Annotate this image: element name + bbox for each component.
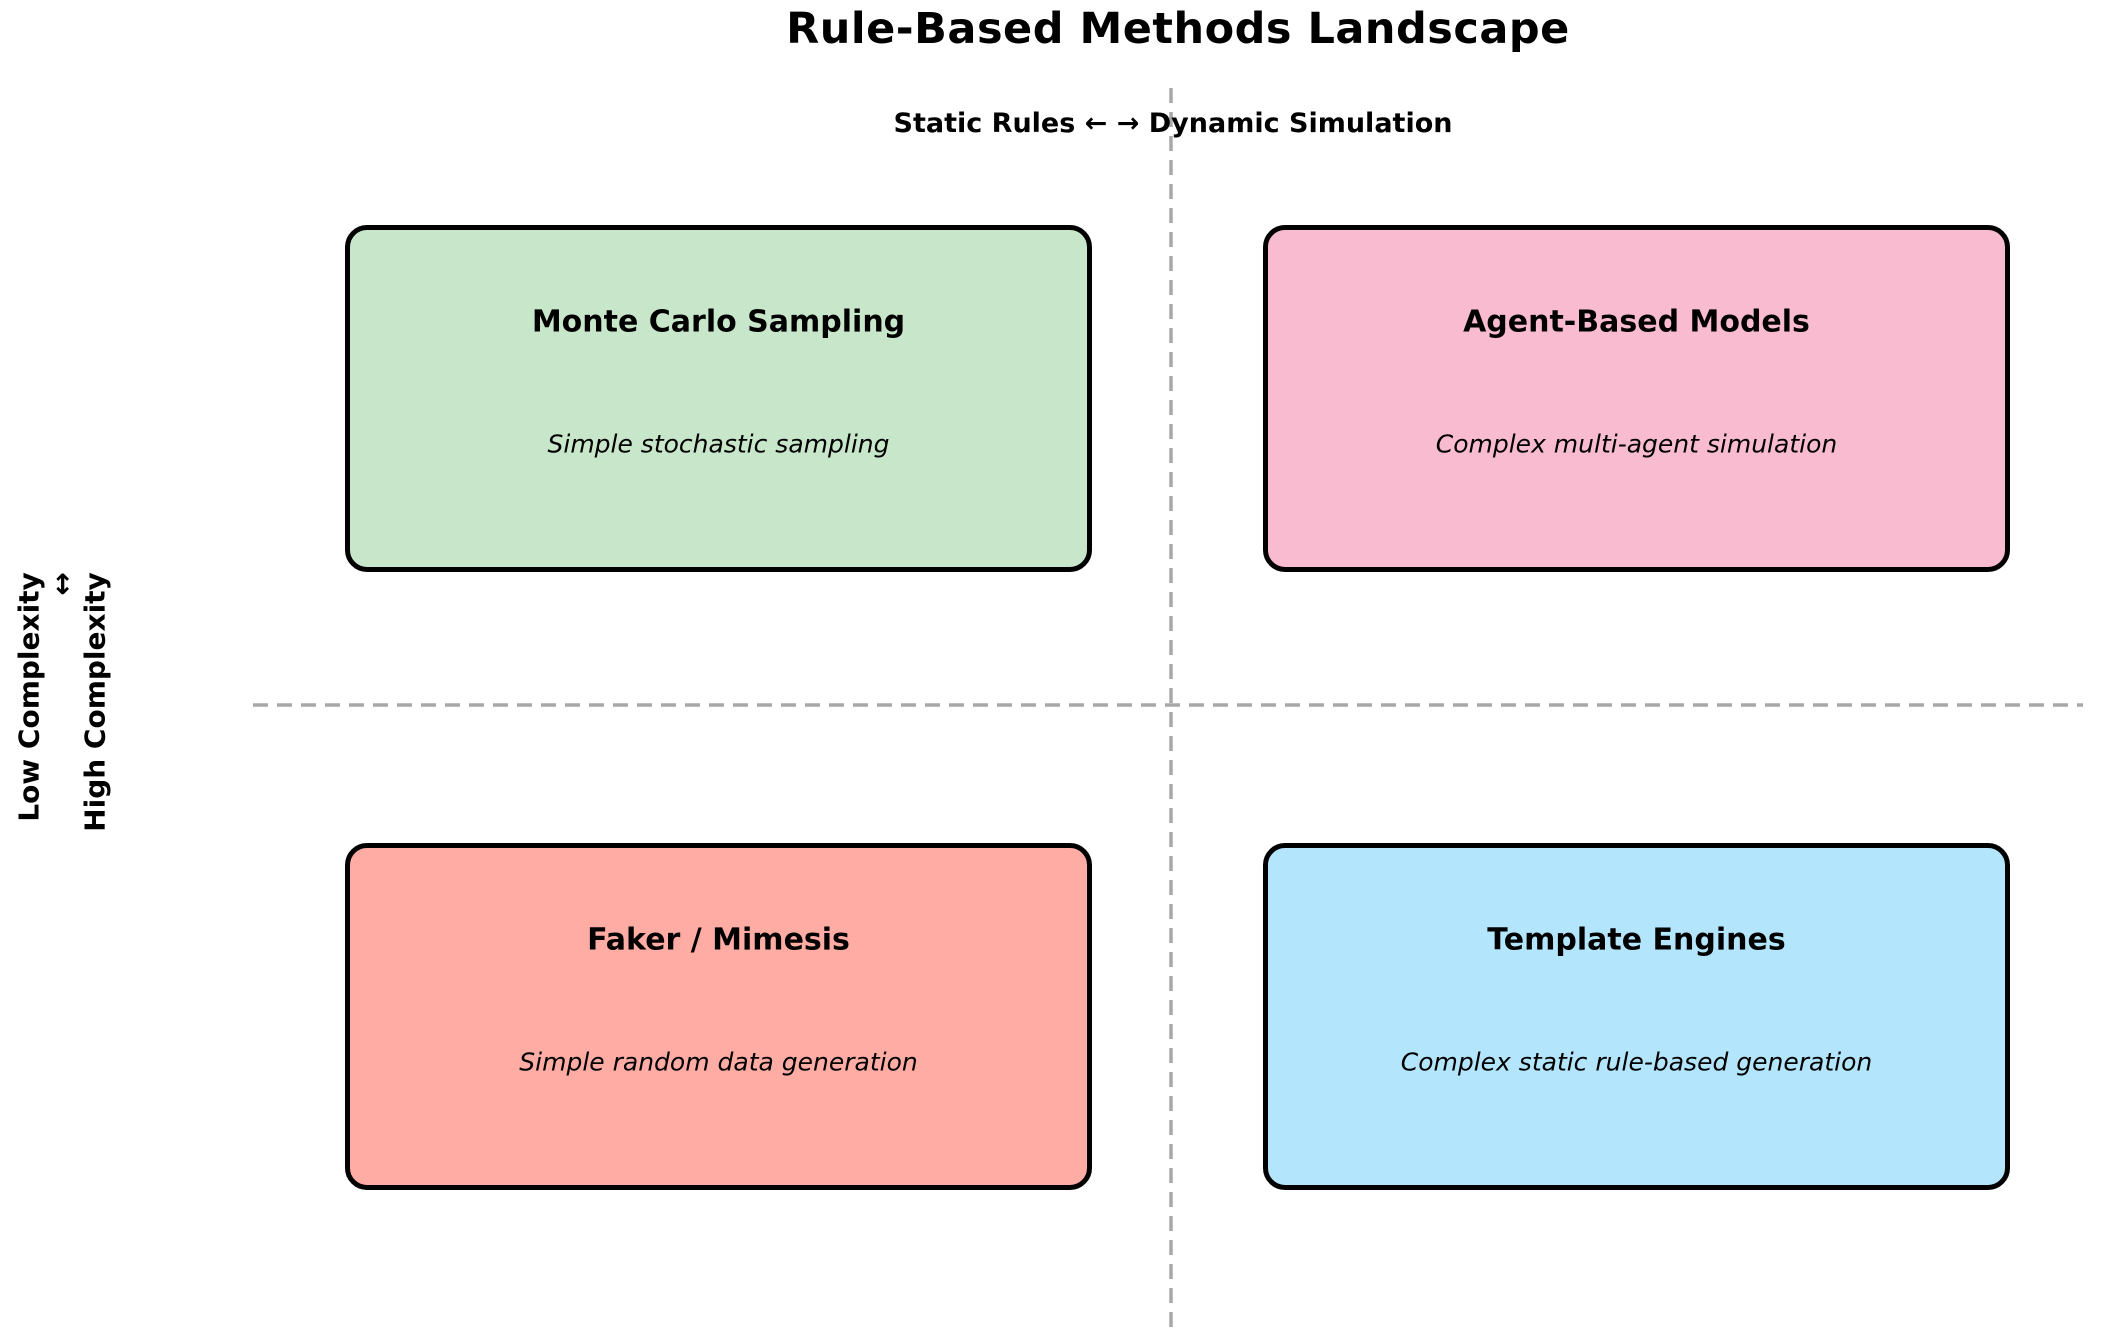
quadrant-box-subtitle: Simple random data generation: [519, 1047, 918, 1077]
quadrant-box-title: Faker / Mimesis: [587, 922, 850, 958]
y-axis-label-low: Low Complexity: [12, 572, 46, 822]
y-axis-label: Low Complexity↔High Complexity: [13, 572, 112, 832]
x-axis-label: Static Rules ← → Dynamic Simulation: [893, 108, 1453, 139]
quadrant-box-monte-carlo-sampling: Monte Carlo Sampling Simple stochastic s…: [345, 225, 1092, 572]
y-axis-arrow-icon: ↔: [45, 572, 79, 596]
diagram-title: Rule-Based Methods Landscape: [786, 4, 1570, 54]
quadrant-box-template-engines: Template Engines Complex static rule-bas…: [1263, 843, 2010, 1190]
quadrant-box-subtitle: Complex static rule-based generation: [1400, 1047, 1873, 1077]
quadrant-box-title: Agent-Based Models: [1463, 304, 1810, 340]
quadrant-box-subtitle: Simple stochastic sampling: [547, 429, 890, 459]
quadrant-box-agent-based-models: Agent-Based Models Complex multi-agent s…: [1263, 225, 2010, 572]
quadrant-box-title: Template Engines: [1487, 922, 1786, 958]
y-axis-label-high: High Complexity: [78, 572, 112, 832]
quadrant-box-subtitle: Complex multi-agent simulation: [1435, 429, 1838, 459]
quadrant-box-title: Monte Carlo Sampling: [531, 304, 906, 340]
quadrant-box-faker-mimesis: Faker / Mimesis Simple random data gener…: [345, 843, 1092, 1190]
